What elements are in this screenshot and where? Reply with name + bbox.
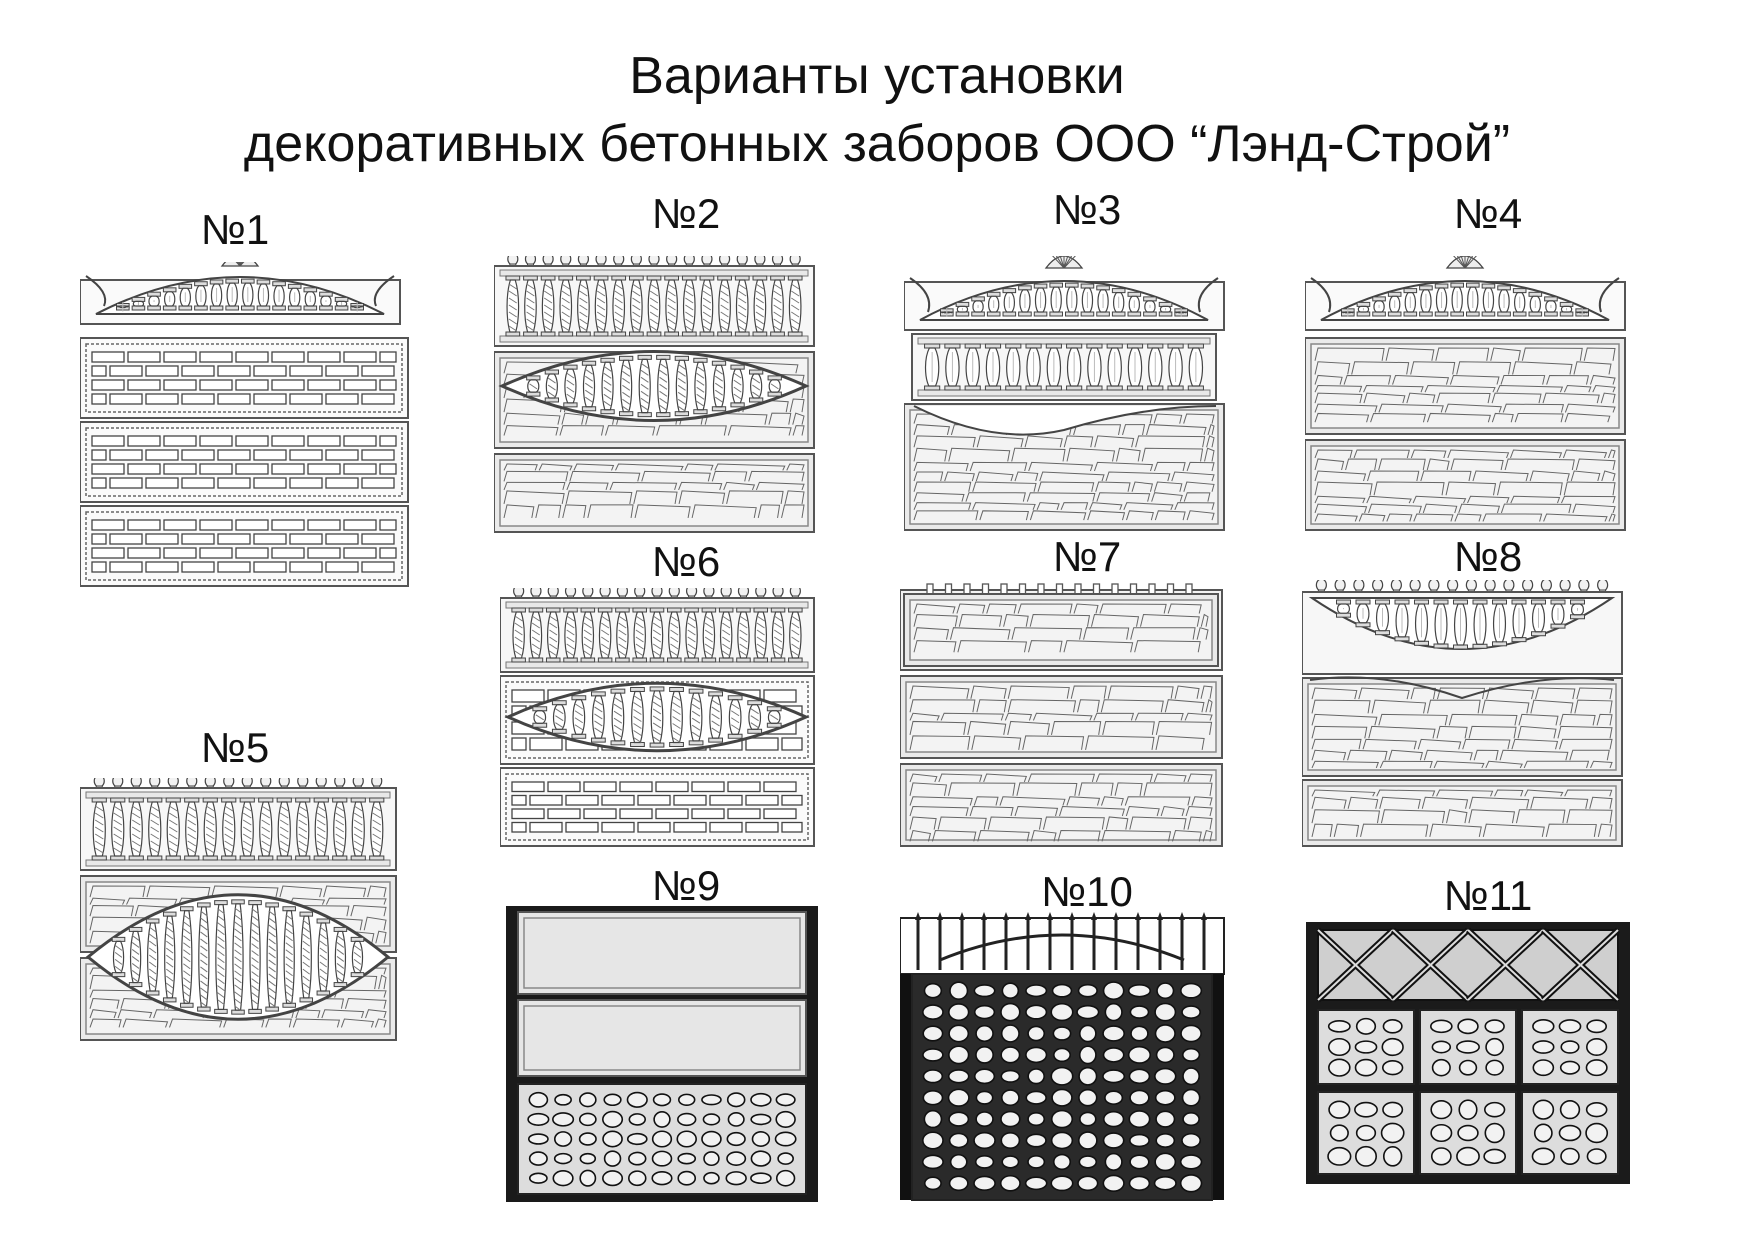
stone-pattern xyxy=(1305,337,1626,435)
brick-pattern xyxy=(80,421,409,503)
arched-top-section xyxy=(904,256,1225,331)
baluster-row-top xyxy=(494,265,815,347)
fence-illustration-3 xyxy=(904,256,1234,536)
fence-label-3: №3 xyxy=(1052,186,1122,233)
rubble-stone-pattern xyxy=(1317,1009,1415,1085)
stone-pattern xyxy=(903,593,1219,667)
arched-top-section xyxy=(80,262,401,325)
fence-illustration-5 xyxy=(80,778,406,1058)
fence-illustration-2 xyxy=(494,256,824,538)
fence-label-1: №1 xyxy=(200,206,270,253)
stone-pattern xyxy=(900,675,1223,759)
fence-illustration-9 xyxy=(506,906,826,1206)
stone-pattern xyxy=(1302,779,1623,847)
rubble-stone-pattern xyxy=(1521,1091,1619,1175)
fence-label-8: №8 xyxy=(1453,533,1523,580)
rubble-stone-pattern xyxy=(1419,1009,1517,1085)
fence-illustration-6 xyxy=(500,588,824,852)
rubble-stone-pattern xyxy=(1419,1091,1517,1175)
rubble-stone-pattern xyxy=(1521,1009,1619,1085)
fence-illustration-1 xyxy=(80,262,412,592)
stone-pattern xyxy=(1305,439,1626,531)
brick-pattern xyxy=(500,767,815,847)
fence-label-9: №9 xyxy=(651,862,721,909)
page-title-line-2: декоративных бетонных заборов ООО “Лэнд-… xyxy=(243,115,1511,173)
rubble-stone-pattern xyxy=(517,1083,807,1195)
finial-row xyxy=(1315,580,1609,595)
lens-baluster-top xyxy=(1302,591,1623,675)
lens-cutout xyxy=(85,893,391,1021)
wrought-iron-top xyxy=(900,912,1225,975)
arched-top-section xyxy=(1305,256,1626,331)
fence-illustration-4 xyxy=(1305,256,1635,536)
fence-label-2: №2 xyxy=(651,190,721,237)
stone-pattern xyxy=(494,453,815,533)
ornament-panel-middle xyxy=(517,999,807,1077)
ornament-panel-top xyxy=(517,911,807,995)
fence-label-6: №6 xyxy=(651,538,721,585)
fence-label-11: №11 xyxy=(1443,872,1533,919)
rubble-stone-pattern xyxy=(1317,1091,1415,1175)
fence-label-10: №10 xyxy=(1041,868,1133,915)
stone-pattern xyxy=(1302,677,1623,777)
fence-label-4: №4 xyxy=(1453,190,1523,237)
baluster-row-middle xyxy=(911,333,1217,401)
fence-illustration-8 xyxy=(1302,580,1632,850)
baluster-row-top xyxy=(80,787,397,871)
lens-cutout xyxy=(498,350,810,422)
fence-label-7: №7 xyxy=(1052,533,1122,580)
brick-pattern xyxy=(80,337,409,419)
page-title-line-1: Варианты установки xyxy=(629,47,1125,105)
fence-illustration-10 xyxy=(900,910,1234,1206)
fence-illustration-7 xyxy=(900,580,1230,850)
fence-label-5: №5 xyxy=(200,724,270,771)
brick-pattern xyxy=(80,505,409,587)
stone-pattern xyxy=(900,763,1223,847)
baluster-row-top xyxy=(500,597,815,673)
rubble-stone-pattern xyxy=(911,973,1213,1201)
lens-cutout xyxy=(504,681,810,753)
fence-illustration-11 xyxy=(1306,922,1636,1188)
